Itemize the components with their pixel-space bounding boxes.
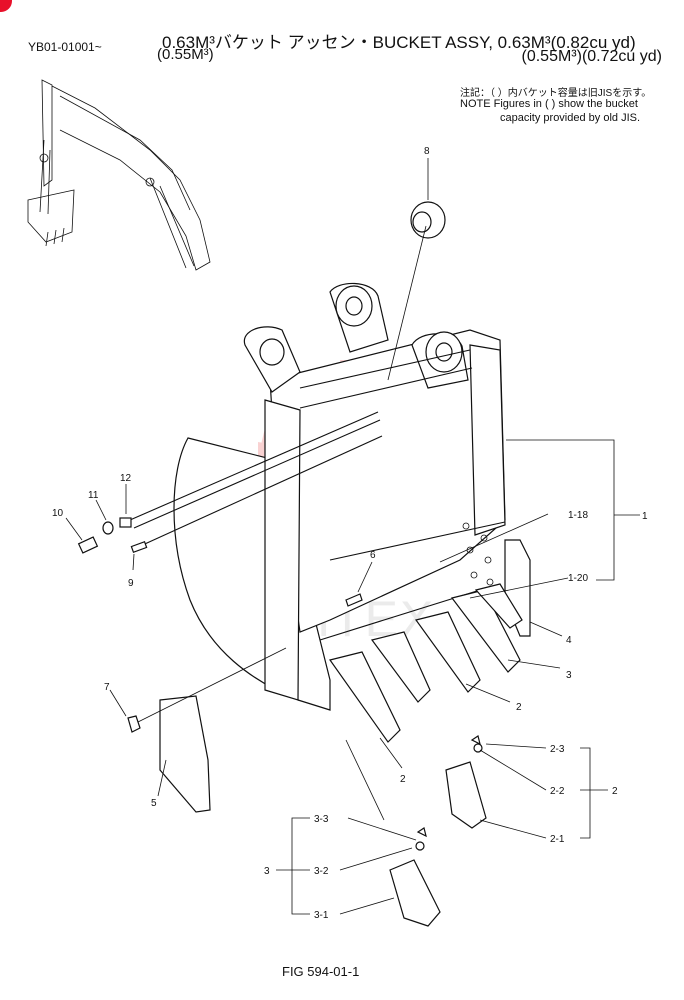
note-english-line-1: NOTE Figures in ( ) show the bucket: [460, 98, 638, 110]
callout-5: 5: [151, 798, 157, 809]
note-english-line-2: capacity provided by old JIS.: [500, 112, 641, 124]
callout-8: 8: [424, 146, 430, 157]
callout-3-1: 3-1: [314, 910, 329, 921]
figure-number: FIG 594-01-1: [282, 964, 360, 979]
callout-3-2: 3-2: [314, 866, 329, 877]
pin-hardware: [77, 517, 148, 554]
callout-6: 6: [370, 550, 376, 561]
callout-1-18: 1-18: [568, 510, 588, 521]
note-japanese: 注記：（ ）内バケット容量は旧JISを示す。: [460, 88, 652, 99]
excavator-inset-icon: [27, 79, 211, 271]
callout-7: 7: [104, 682, 110, 693]
callout-2-1: 2-1: [550, 834, 565, 845]
callout-2a: 2: [516, 702, 522, 713]
callout-2b: 2: [400, 774, 406, 785]
bucket-teeth: [329, 583, 523, 743]
callout-1: 1: [642, 511, 648, 522]
tooth-assembly-detail-3: [389, 827, 441, 927]
leader-lines: [65, 158, 640, 915]
callout-2c: 2: [612, 786, 618, 797]
callout-2-2: 2-2: [550, 786, 565, 797]
callout-11: 11: [88, 490, 99, 501]
serial-range: YB01-01001~: [28, 40, 102, 54]
callout-labels: 8 12 11 10 9 6 7 5 1 1-18 1-20 4 3 2 2 2…: [52, 146, 648, 921]
title-line-2-left: (0.55M³): [157, 46, 214, 63]
callout-2-3: 2-3: [550, 744, 565, 755]
bucket-body: [173, 282, 531, 711]
callout-9: 9: [128, 578, 134, 589]
bushing-part-8: [410, 201, 446, 239]
callout-3-3: 3-3: [314, 814, 329, 825]
side-cutter-part-5: [127, 647, 287, 813]
callout-3a: 3: [566, 670, 572, 681]
title-line-1: 0.63M³バケット アッセン・BUCKET ASSY, 0.63M³(0.82…: [162, 33, 636, 52]
callout-3b: 3: [264, 866, 270, 877]
callout-1-20: 1-20: [568, 573, 588, 584]
tooth-assembly-detail-2: [445, 735, 487, 829]
callout-4: 4: [566, 635, 572, 646]
title-line-2-right: (0.55M³)(0.72cu yd): [521, 48, 663, 65]
callout-12: 12: [120, 473, 132, 484]
shaft-pins: [129, 411, 383, 549]
callout-10: 10: [52, 508, 64, 519]
bolt-part-6: [345, 593, 363, 607]
